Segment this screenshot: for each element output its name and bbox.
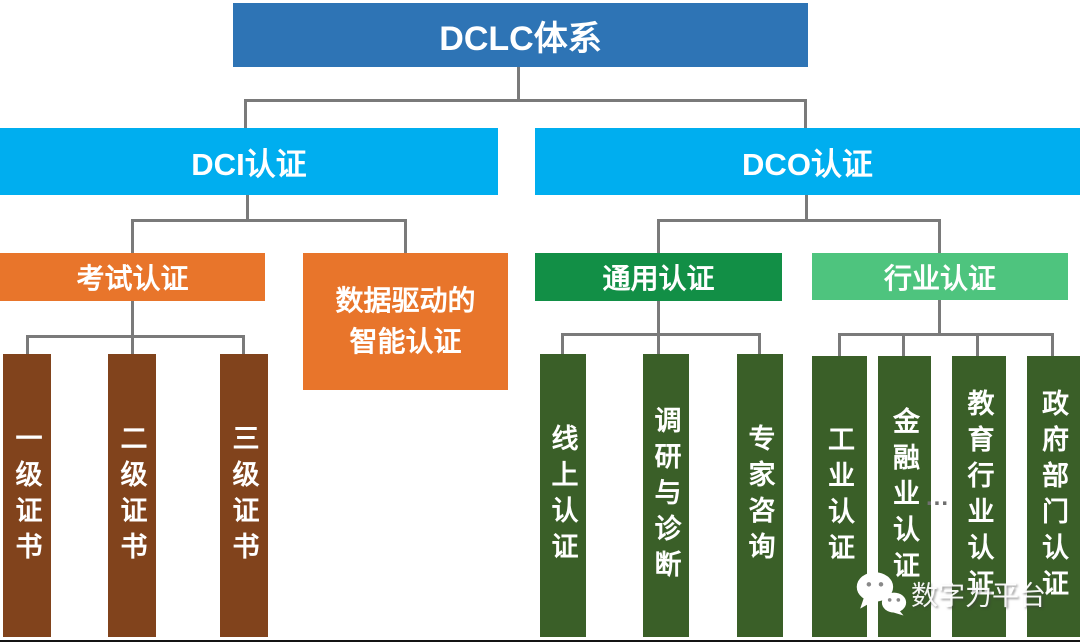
node-data-driven-smart-certification: 数据驱动的 智能认证: [303, 253, 508, 390]
bar-government-certification: 政府部门认证: [1027, 356, 1080, 637]
connector-exam-drop-3: [242, 335, 245, 354]
bar-finance-certification-label: 金融业认证: [889, 406, 919, 587]
bar-research-diagnosis: 调研与诊断: [643, 354, 689, 637]
bar-level2-certificate: 二级证书: [108, 354, 156, 637]
node-dco-label: DCO认证: [742, 147, 873, 182]
bar-industrial-certification: 工业认证: [812, 356, 867, 637]
node-dco-certification: DCO认证: [535, 128, 1080, 195]
node-smart-label-line2: 智能认证: [349, 325, 462, 357]
connector-dci-rail: [131, 219, 407, 222]
bottom-border-line: [0, 640, 1080, 642]
node-general-label: 通用认证: [602, 263, 715, 294]
bar-level2-certificate-label: 二级证书: [116, 423, 147, 568]
node-dci-certification: DCI认证: [0, 128, 498, 195]
bar-expert-consulting: 专家咨询: [737, 354, 783, 637]
connector-exam-rail: [26, 335, 245, 338]
connector-root-drop-dco: [804, 99, 807, 130]
node-dci-label: DCI认证: [191, 147, 307, 182]
connector-industry-rail: [838, 333, 1054, 336]
connector-dci-drop-smart: [404, 219, 407, 253]
connector-general-stem: [657, 301, 660, 354]
connector-industry-stem: [938, 300, 941, 333]
node-dclc-system: DCLC体系: [233, 3, 808, 67]
bar-industrial-certification-label: 工业认证: [824, 424, 854, 569]
bar-online-certification: 线上认证: [540, 354, 586, 637]
bar-expert-consulting-label: 专家咨询: [744, 423, 775, 568]
connector-industry-drop-3: [976, 333, 979, 356]
bar-government-certification-label: 政府部门认证: [1038, 388, 1068, 605]
connector-dco-drop-industry: [938, 219, 941, 253]
connector-root-rail: [244, 99, 807, 102]
connector-dci-stem: [246, 195, 249, 219]
connector-dco-stem: [805, 195, 808, 219]
node-smart-label-line1: 数据驱动的: [335, 284, 476, 316]
node-dclc-system-label: DCLC体系: [439, 19, 602, 58]
connector-general-rail: [561, 333, 761, 336]
node-general-certification: 通用认证: [535, 253, 782, 301]
connector-industry-drop-4: [1051, 333, 1054, 356]
connector-dci-drop-exam: [131, 219, 134, 253]
watermark: 数字力平台: [855, 570, 1046, 616]
connector-industry-drop-1: [838, 333, 841, 356]
watermark-text: 数字力平台: [911, 580, 1046, 611]
connector-root-stem: [517, 67, 520, 99]
node-industry-label: 行业认证: [883, 262, 996, 294]
node-exam-certification: 考试认证: [0, 253, 265, 301]
connector-dco-drop-general: [657, 219, 660, 253]
wechat-icon: [856, 572, 907, 616]
bar-education-certification: 教育行业认证: [952, 356, 1006, 637]
bar-level1-certificate: 一级证书: [3, 354, 51, 637]
bar-research-diagnosis-label: 调研与诊断: [650, 405, 681, 586]
bar-education-certification-label: 教育行业认证: [963, 388, 994, 605]
connector-exam-stem: [131, 301, 134, 354]
bar-online-certification-label: 线上认证: [547, 423, 578, 568]
bar-level3-certificate-label: 三级证书: [228, 423, 259, 568]
node-industry-certification: 行业认证: [812, 253, 1068, 300]
connector-root-drop-dci: [244, 99, 247, 130]
bar-level1-certificate-label: 一级证书: [11, 423, 42, 568]
bar-level3-certificate: 三级证书: [220, 354, 268, 637]
connector-general-drop-3: [758, 333, 761, 354]
connector-industry-drop-2: [902, 333, 905, 356]
connector-exam-drop-1: [26, 335, 29, 354]
industry-ellipsis: ...: [926, 484, 950, 511]
connector-dco-rail: [657, 219, 941, 222]
node-exam-label: 考试认证: [76, 263, 189, 294]
connector-general-drop-1: [561, 333, 564, 354]
